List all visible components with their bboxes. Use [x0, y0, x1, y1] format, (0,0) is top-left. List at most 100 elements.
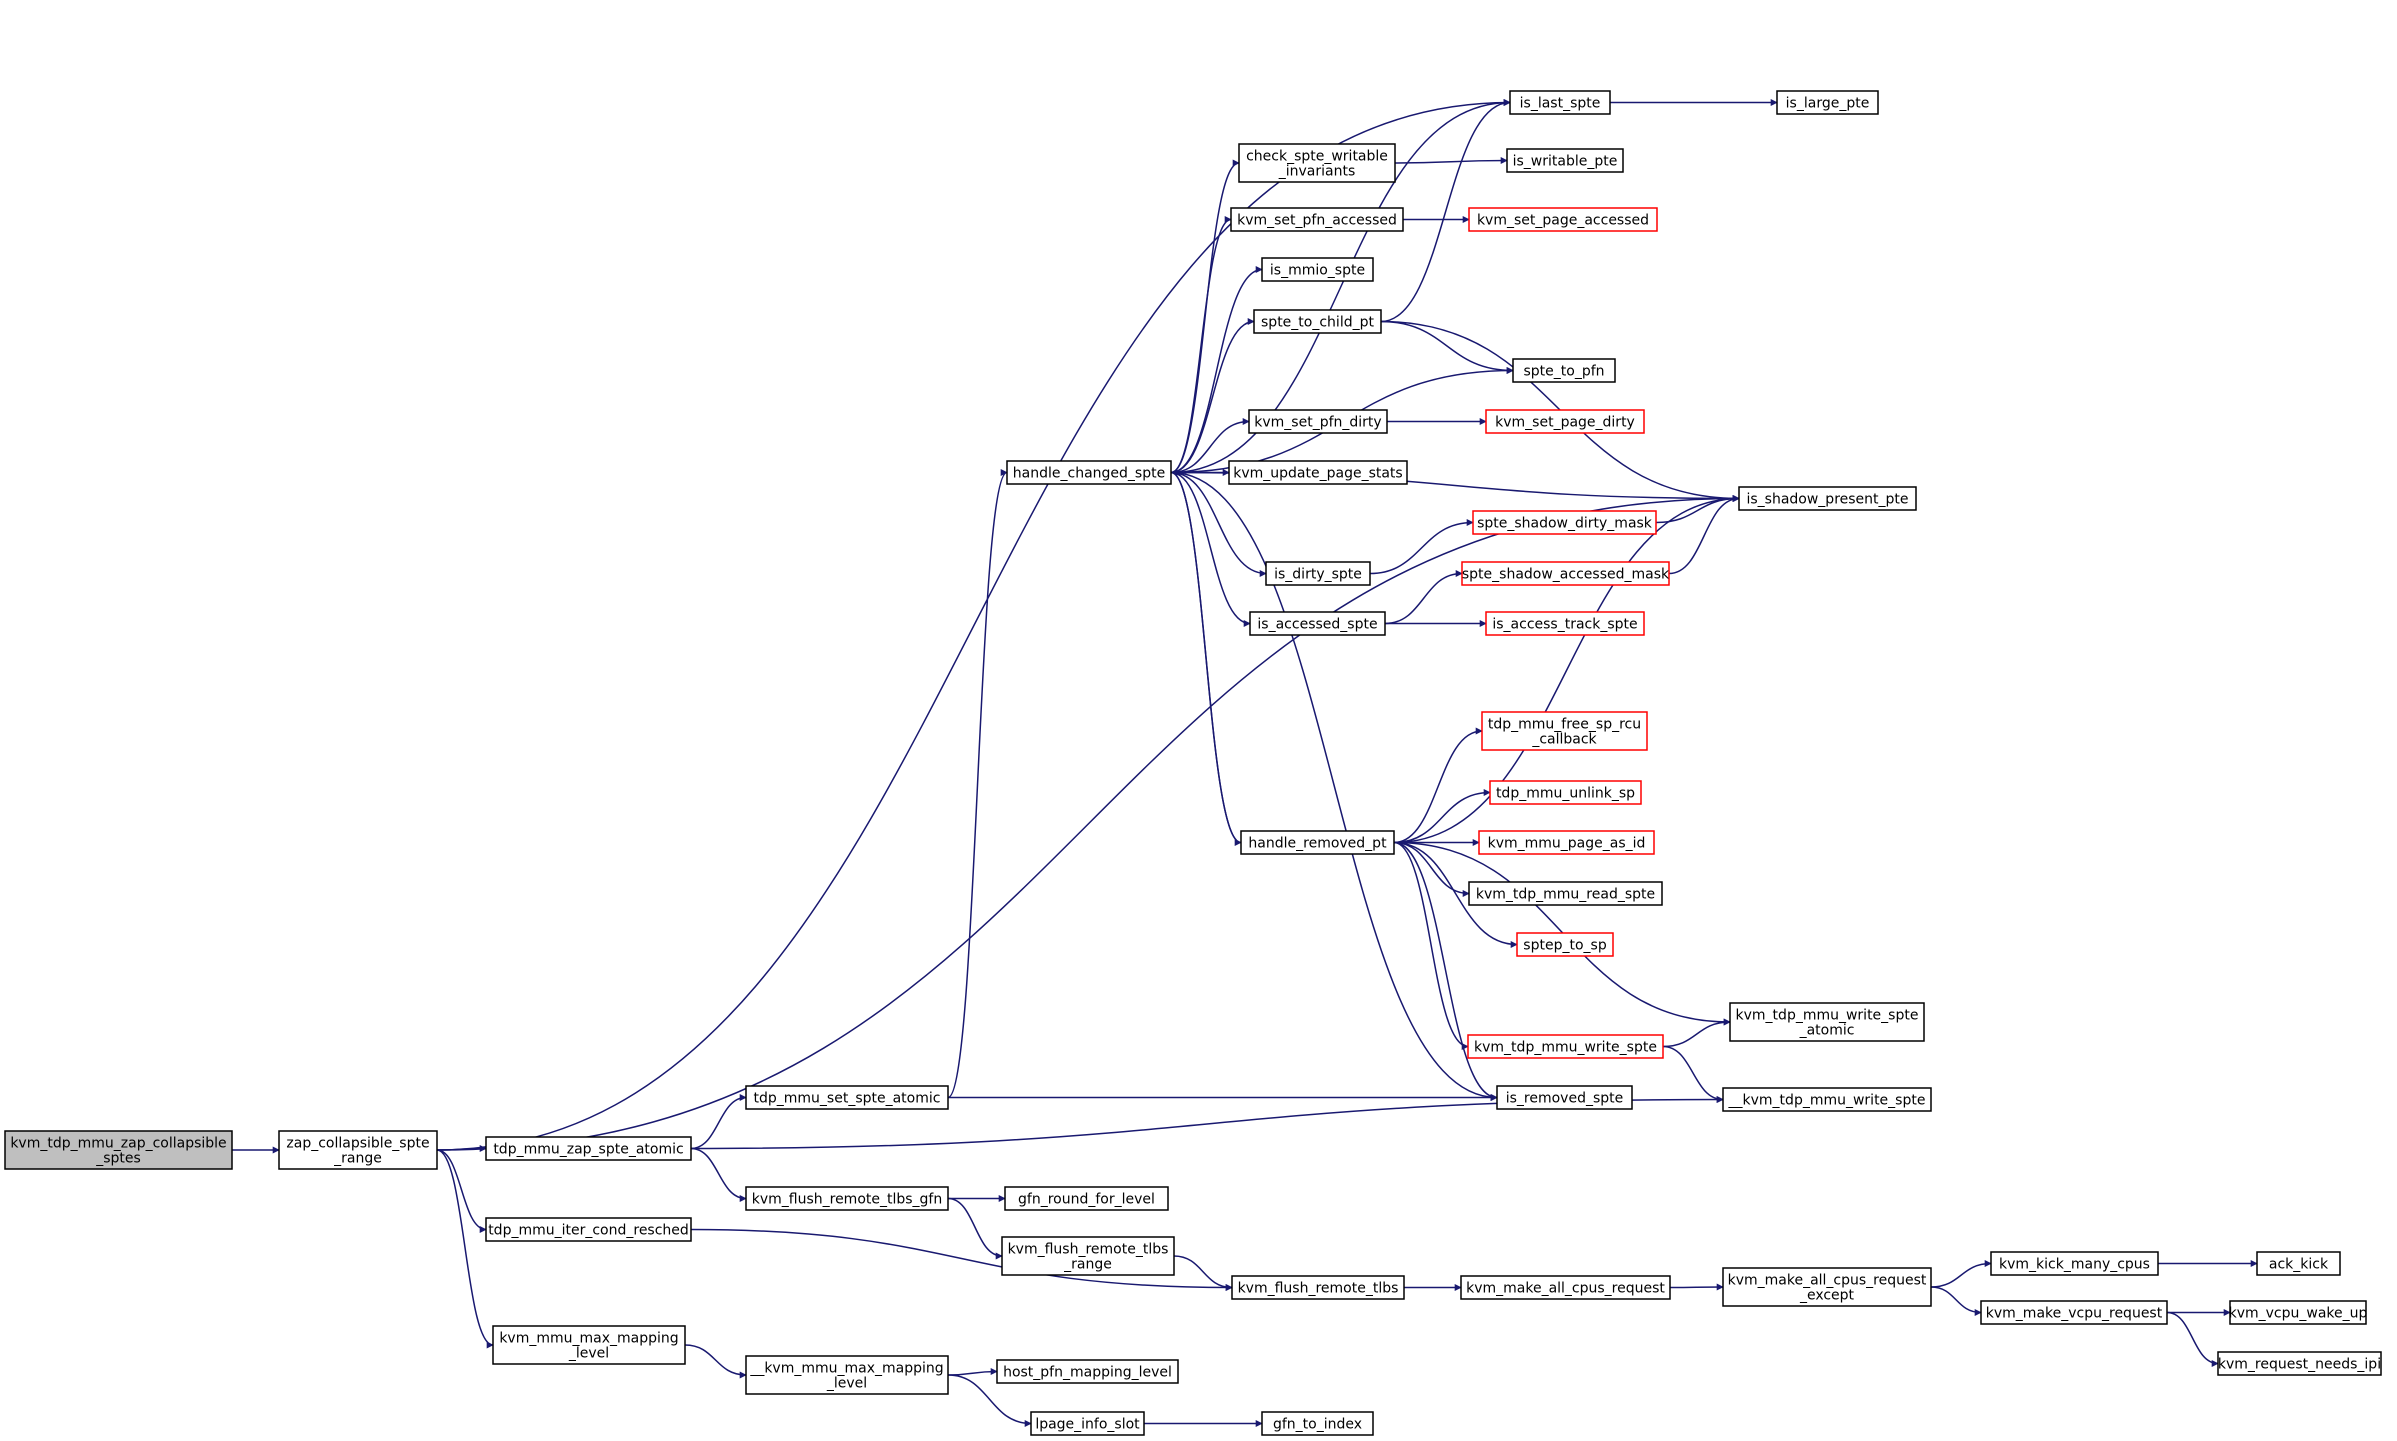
node-shadow-present[interactable]: is_shadow_present_pte: [1738, 486, 1917, 511]
node-label: spte_to_child_pt: [1261, 315, 1374, 331]
node-all-cpus[interactable]: kvm_make_all_cpus_request: [1460, 1275, 1671, 1300]
node-box: [1249, 611, 1386, 636]
node-vcpu-req[interactable]: kvm_make_vcpu_request: [1980, 1300, 2168, 1325]
edge-handle_removed-to-sptep_sp: [1393, 841, 1518, 948]
node-host-pfn[interactable]: host_pfn_mapping_level: [996, 1359, 1179, 1384]
edge-handle_removed-to-free_sp: [1393, 727, 1483, 844]
edge-all_except-to-vcpu_req: [1930, 1286, 1982, 1316]
node-lpage[interactable]: lpage_info_slot: [1030, 1411, 1145, 1436]
node-flush-gfn[interactable]: kvm_flush_remote_tlbs_gfn: [745, 1186, 949, 1211]
node-handle-changed[interactable]: handle_changed_spte: [1006, 460, 1172, 485]
node---max-map[interactable]: __kvm_mmu_max_mapping_level: [745, 1355, 949, 1395]
node-zap-range[interactable]: zap_collapsible_spte_range: [278, 1130, 438, 1170]
node-box: [1228, 460, 1408, 485]
node-gfn-to-index[interactable]: gfn_to_index: [1261, 1411, 1374, 1436]
node-box: [4, 1130, 233, 1170]
node-box: [485, 1136, 692, 1161]
node-all-except[interactable]: kvm_make_all_cpus_request_except: [1722, 1267, 1932, 1307]
node-kick-many[interactable]: kvm_kick_many_cpus: [1990, 1251, 2159, 1276]
node-is-writable[interactable]: is_writable_pte: [1506, 148, 1624, 173]
node-label: host_pfn_mapping_level: [1003, 1365, 1172, 1381]
node-is-accessed[interactable]: is_accessed_spte: [1249, 611, 1386, 636]
node-label: is_accessed_spte: [1257, 617, 1377, 633]
node-zap-atomic[interactable]: tdp_mmu_zap_spte_atomic: [485, 1136, 692, 1161]
node-to-child[interactable]: spte_to_child_pt: [1253, 309, 1382, 334]
node-dirty-mask[interactable]: spte_shadow_dirty_mask: [1472, 510, 1657, 535]
node-wake-up[interactable]: kvm_vcpu_wake_up: [2229, 1300, 2368, 1325]
node-label: __kvm_tdp_mmu_write_spte: [1728, 1093, 1926, 1109]
edge-is_accessed-to-acc_mask: [1384, 570, 1463, 625]
node-access-track[interactable]: is_access_track_spte: [1485, 611, 1645, 636]
node-write-spte[interactable]: kvm_tdp_mmu_write_spte: [1467, 1034, 1664, 1059]
node-label: handle_changed_spte: [1013, 466, 1165, 482]
node-flush-range[interactable]: kvm_flush_remote_tlbs_range: [1001, 1236, 1175, 1276]
node-free-sp[interactable]: tdp_mmu_free_sp_rcu_callback: [1481, 711, 1648, 751]
node-is-dirty[interactable]: is_dirty_spte: [1265, 561, 1371, 586]
node-box: [1231, 1275, 1405, 1300]
edge-max_map-to-__max_map: [684, 1344, 747, 1379]
node-is-removed[interactable]: is_removed_spte: [1496, 1085, 1633, 1110]
node-label: kvm_tdp_mmu_write_spte: [1736, 1008, 1919, 1024]
node-gfn-round[interactable]: gfn_round_for_level: [1004, 1186, 1169, 1211]
edge-handle_changed-to-is_dirty: [1170, 471, 1267, 577]
node-box: [1006, 460, 1172, 485]
node-is-mmio[interactable]: is_mmio_spte: [1261, 257, 1374, 282]
node-root[interactable]: kvm_tdp_mmu_zap_collapsible_sptes: [4, 1130, 233, 1170]
node-handle-removed[interactable]: handle_removed_pt: [1240, 830, 1395, 855]
node-label: kvm_set_page_dirty: [1495, 415, 1635, 431]
node-label: tdp_mmu_free_sp_rcu: [1488, 717, 1641, 733]
node-label: kvm_flush_remote_tlbs: [1008, 1242, 1169, 1258]
node-box: [1776, 90, 1879, 115]
node-label: kvm_vcpu_wake_up: [2229, 1306, 2368, 1322]
node-is-last[interactable]: is_last_spte: [1509, 90, 1611, 115]
node-label: is_writable_pte: [1513, 154, 1618, 170]
node-to-pfn[interactable]: spte_to_pfn: [1512, 358, 1616, 383]
node-box: [1240, 830, 1395, 855]
node-label: spte_shadow_accessed_mask: [1462, 567, 1670, 583]
node-set-pfn-acc[interactable]: kvm_set_pfn_accessed: [1230, 207, 1404, 232]
node-box: [1265, 561, 1371, 586]
node-box: [485, 1217, 692, 1242]
node-acc-mask[interactable]: spte_shadow_accessed_mask: [1461, 561, 1670, 586]
node-update-stats[interactable]: kvm_update_page_stats: [1228, 460, 1408, 485]
node-label: spte_to_pfn: [1523, 364, 1604, 380]
node-label: _range: [333, 1151, 382, 1167]
node-is-large[interactable]: is_large_pte: [1776, 90, 1879, 115]
node-write-atomic[interactable]: kvm_tdp_mmu_write_spte_atomic: [1729, 1002, 1925, 1042]
node-label: kvm_set_pfn_dirty: [1254, 415, 1381, 431]
node-label: gfn_round_for_level: [1018, 1192, 1155, 1208]
node-box: [1729, 1002, 1925, 1042]
node-label: kvm_tdp_mmu_zap_collapsible: [10, 1136, 226, 1152]
node-label: kvm_tdp_mmu_read_spte: [1476, 887, 1655, 903]
edge-__max_map-to-host_pfn: [947, 1368, 998, 1376]
node-set-page-acc[interactable]: kvm_set_page_accessed: [1468, 207, 1658, 232]
node-box: [1722, 1267, 1932, 1307]
node-max-map[interactable]: kvm_mmu_max_mapping_level: [492, 1325, 686, 1365]
node-sptep-sp[interactable]: sptep_to_sp: [1516, 932, 1614, 957]
node-label: check_spte_writable: [1246, 149, 1388, 165]
node-ack-kick[interactable]: ack_kick: [2256, 1251, 2341, 1276]
node-box: [1738, 486, 1917, 511]
node-box: [1468, 881, 1663, 906]
node---write-spte[interactable]: __kvm_tdp_mmu_write_spte: [1722, 1087, 1932, 1112]
node-label: _invariants: [1278, 164, 1356, 180]
node-iter-cond[interactable]: tdp_mmu_iter_cond_resched: [485, 1217, 692, 1242]
node-needs-ipi[interactable]: kvm_request_needs_ipi: [2217, 1351, 2382, 1376]
node-set-page-dirty[interactable]: kvm_set_page_dirty: [1485, 409, 1645, 434]
node-label: kvm_update_page_stats: [1233, 466, 1402, 482]
node-flush-tlbs[interactable]: kvm_flush_remote_tlbs: [1231, 1275, 1405, 1300]
node-box: [1248, 409, 1388, 434]
node-set-pfn-dirty[interactable]: kvm_set_pfn_dirty: [1248, 409, 1388, 434]
node-read-spte[interactable]: kvm_tdp_mmu_read_spte: [1468, 881, 1663, 906]
edge-check_writable-to-is_writable: [1394, 157, 1508, 165]
node-as-id[interactable]: kvm_mmu_page_as_id: [1478, 830, 1655, 855]
node-label: __kvm_mmu_max_mapping: [749, 1361, 943, 1377]
node-box: [1467, 1034, 1664, 1059]
node-unlink[interactable]: tdp_mmu_unlink_sp: [1489, 780, 1642, 805]
node-check-writable[interactable]: check_spte_writable_invariants: [1238, 143, 1396, 183]
node-label: kvm_request_needs_ipi: [2218, 1357, 2381, 1373]
node-set-atomic[interactable]: tdp_mmu_set_spte_atomic: [745, 1085, 949, 1110]
node-box: [1509, 90, 1611, 115]
node-label: is_dirty_spte: [1274, 567, 1362, 583]
